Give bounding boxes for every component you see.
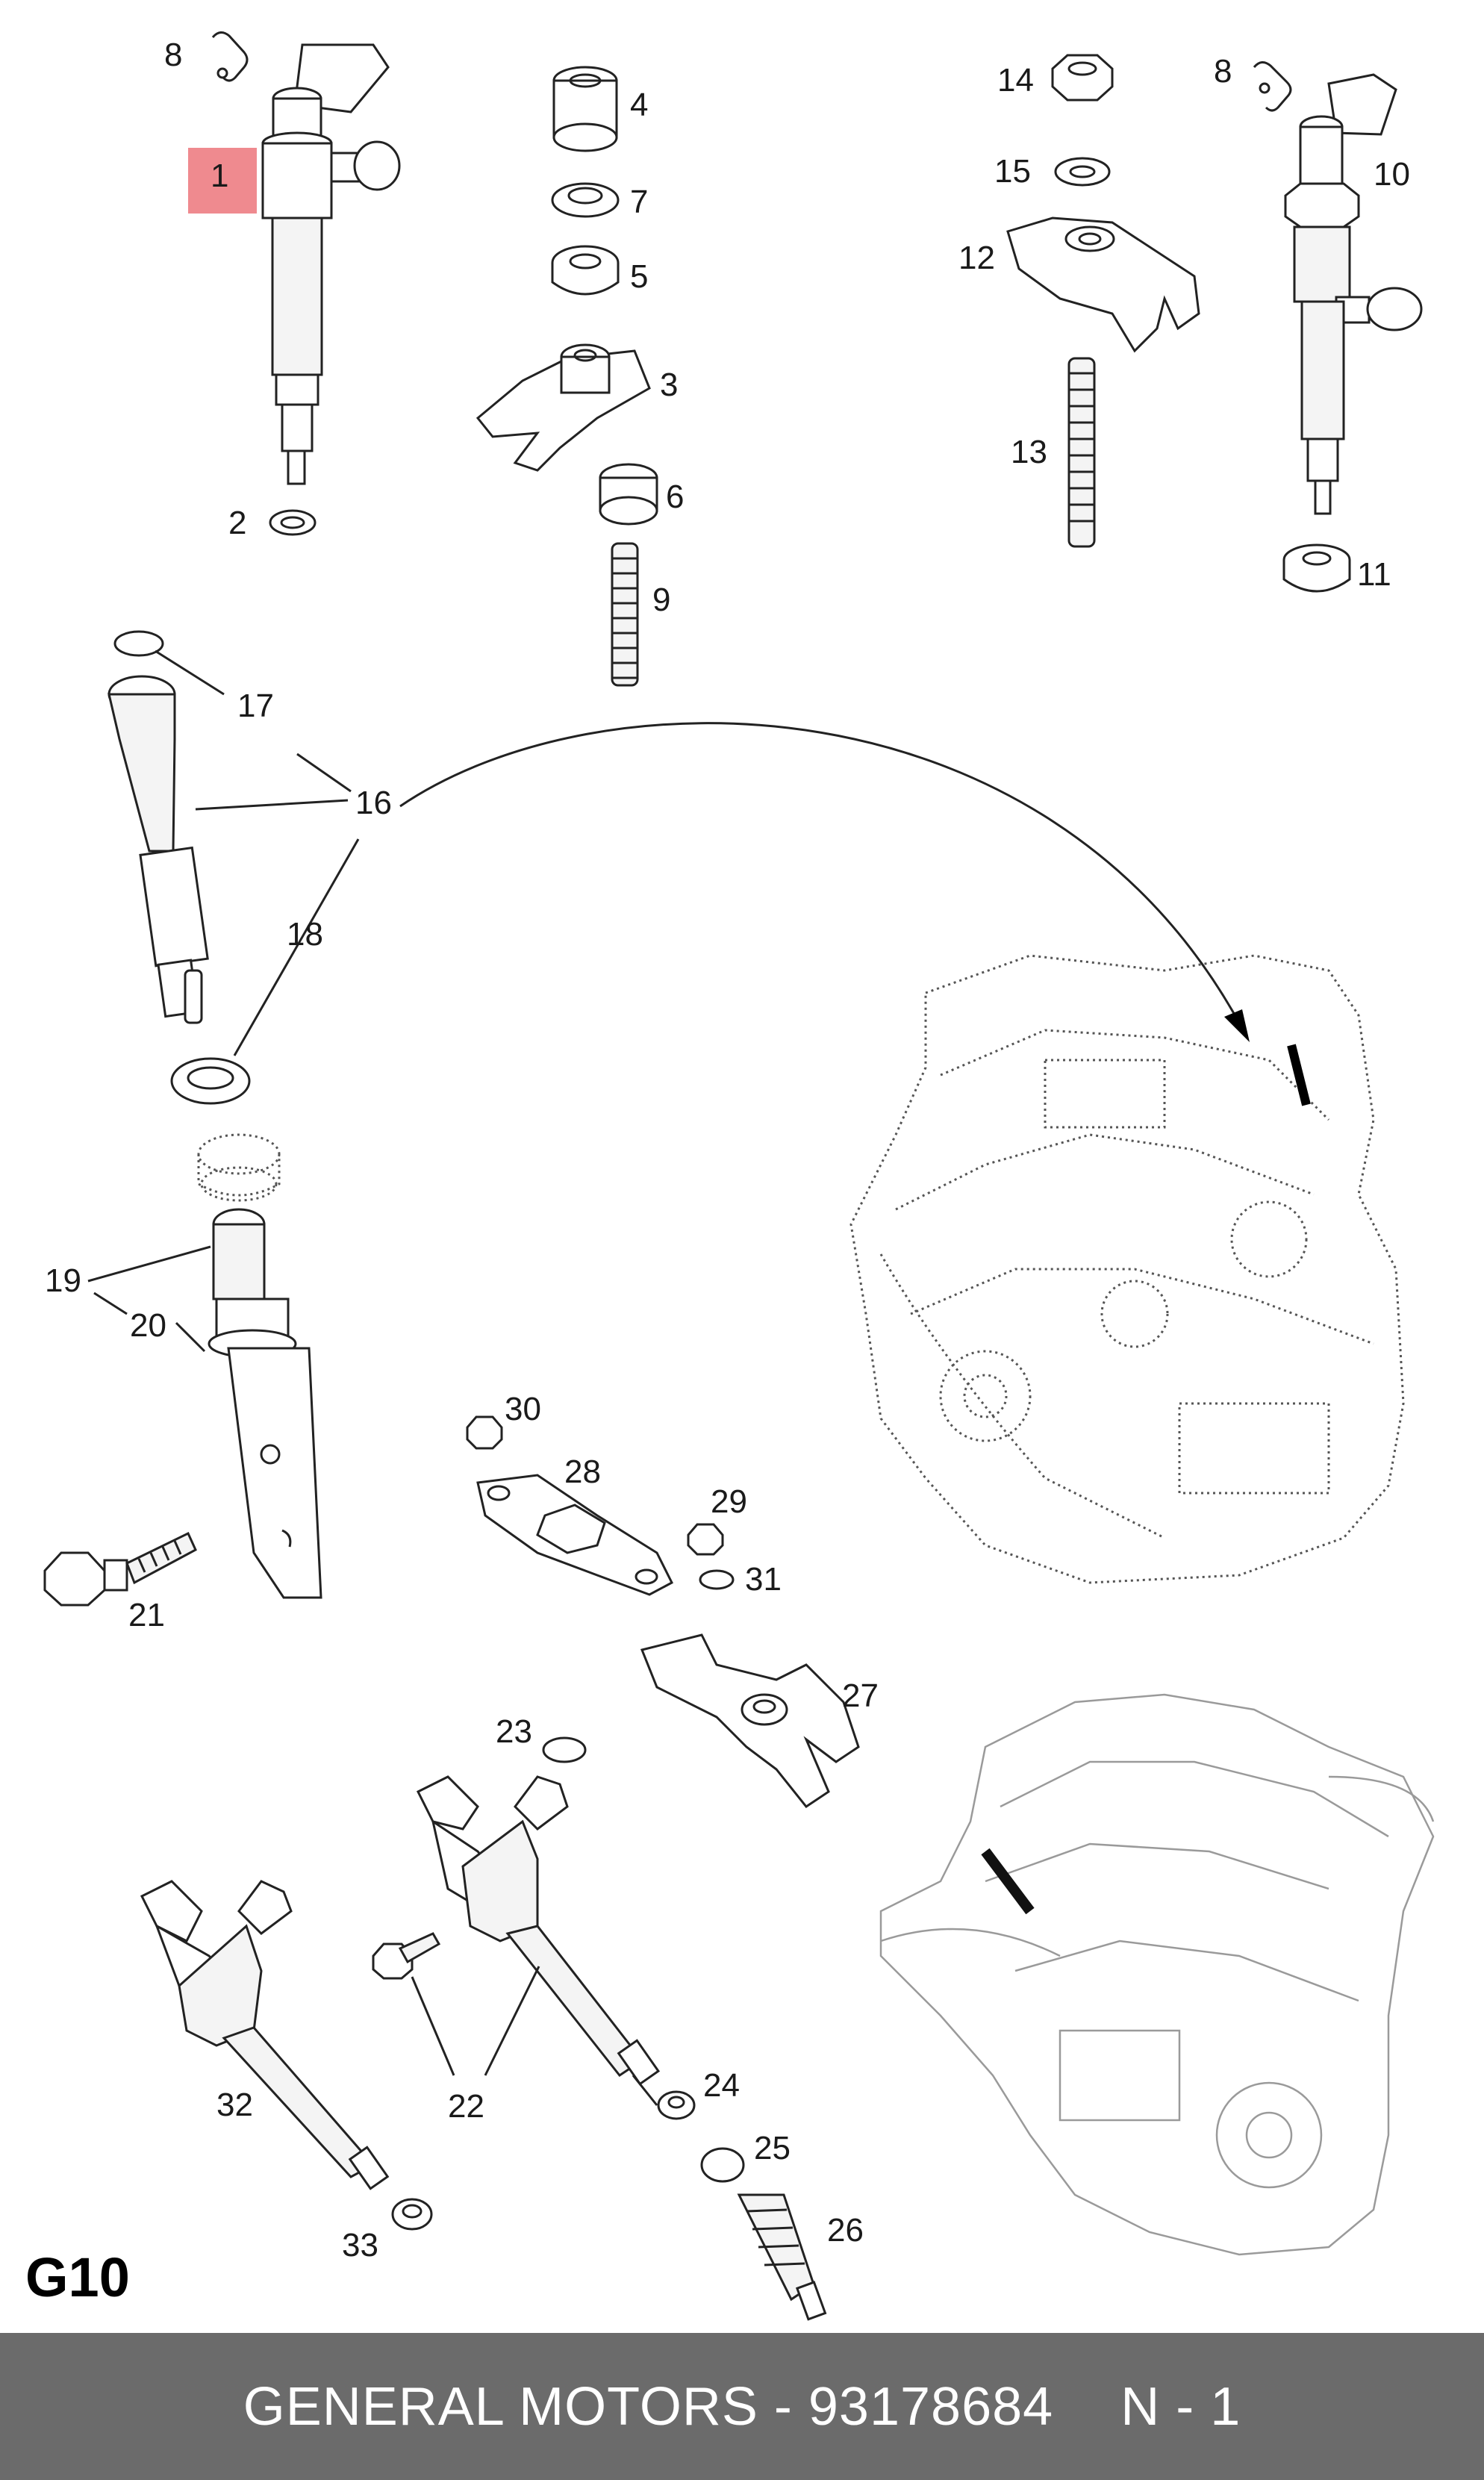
footer-part-number: 93178684: [808, 2376, 1054, 2437]
callout-30: 30: [505, 1391, 541, 1427]
clip-8-left: [211, 31, 249, 82]
callout-3: 3: [660, 367, 678, 403]
callout-19: 19: [45, 1262, 81, 1299]
callout-6: 6: [666, 479, 684, 515]
callout-16: 16: [355, 785, 392, 821]
callout-7: 7: [630, 184, 648, 220]
stud-13: [1067, 357, 1096, 548]
callout-labels: 1 2 3 4 5 6 7 8 8 9 10 11 12 13 14 15 16…: [45, 37, 1410, 2264]
stud-9: [611, 542, 639, 687]
ring-25: [700, 2147, 745, 2183]
bush-6: [599, 463, 658, 526]
callout-33: 33: [342, 2227, 378, 2264]
seal-33: [391, 2198, 433, 2231]
bush-11: [1282, 543, 1351, 593]
engine-illustration-upper: [849, 954, 1405, 1584]
leader-19: [87, 1245, 211, 1283]
callout-26: 26: [827, 2212, 864, 2249]
callout-18: 18: [287, 916, 323, 953]
leader-16b: [195, 799, 349, 811]
leader-16a: [296, 753, 352, 793]
seal-24: [657, 2090, 696, 2120]
callout-23: 23: [496, 1713, 532, 1750]
injector-16: [107, 675, 209, 1024]
callout-11: 11: [1357, 556, 1391, 593]
callout-13: 13: [1011, 434, 1047, 470]
leader-22b: [484, 1966, 540, 2076]
clip-8-right: [1253, 61, 1292, 112]
callout-20: 20: [130, 1307, 166, 1344]
arrow-head: [1224, 1009, 1250, 1042]
callout-32: 32: [216, 2087, 253, 2123]
nut-30: [466, 1415, 503, 1450]
callout-25: 25: [754, 2130, 791, 2166]
washer-18: [170, 1057, 251, 1105]
bolt-22: [372, 1932, 441, 1980]
leader-17: [155, 649, 225, 696]
injector-32: [140, 1880, 390, 2190]
leader-22a: [411, 1976, 455, 2076]
washer-7: [551, 182, 620, 218]
callout-4: 4: [630, 87, 648, 123]
nut-29: [687, 1523, 724, 1556]
callout-14: 14: [997, 62, 1034, 99]
callout-5: 5: [630, 258, 648, 295]
callout-22: 22: [448, 2088, 484, 2125]
callout-24: 24: [703, 2067, 740, 2104]
nut-14: [1051, 54, 1114, 102]
callout-8a: 8: [164, 37, 182, 73]
callout-10: 10: [1374, 156, 1410, 193]
spherical-washer-5: [551, 245, 620, 296]
callout-28: 28: [564, 1454, 601, 1490]
sleeve-4: [552, 66, 618, 152]
callout-1: 1: [211, 158, 228, 194]
callout-17: 17: [237, 688, 274, 724]
injector-1: [261, 43, 401, 485]
washer-15: [1054, 157, 1111, 187]
engine-illustration-lower: [879, 1693, 1435, 2256]
leader-20: [175, 1321, 206, 1353]
callout-12: 12: [958, 240, 995, 276]
sleeve-26: [737, 2193, 827, 2321]
callout-8b: 8: [1214, 53, 1232, 90]
plate-28: [476, 1474, 673, 1596]
callout-27: 27: [842, 1677, 879, 1714]
leader-16c: [233, 838, 360, 1056]
leader-19b: [93, 1292, 128, 1315]
washer-31: [699, 1569, 735, 1590]
callout-29: 29: [711, 1483, 747, 1520]
callout-2: 2: [228, 505, 246, 541]
footer-bar: GENERAL MOTORS - 93178684 N - 1: [0, 2333, 1484, 2480]
callout-31: 31: [745, 1561, 782, 1598]
washer-2: [269, 509, 317, 536]
sleeve-20: [208, 1208, 322, 1599]
footer-page: N - 1: [1120, 2376, 1241, 2437]
pointer-arrow: [399, 722, 1241, 1024]
callout-21: 21: [128, 1597, 165, 1633]
clamp-27: [640, 1633, 860, 1809]
callout-15: 15: [994, 153, 1031, 190]
seal-19: [197, 1133, 281, 1202]
ring-23: [542, 1736, 587, 1763]
injector-10: [1284, 73, 1423, 515]
injector-22: [416, 1775, 661, 2106]
bolt-21: [43, 1531, 197, 1607]
clamp-3: [476, 343, 651, 472]
section-code: G10: [25, 2246, 130, 2308]
clamp-12: [1006, 216, 1200, 353]
highlight-box: [188, 148, 257, 214]
footer-brand: GENERAL MOTORS: [243, 2376, 758, 2437]
callout-9: 9: [652, 582, 670, 618]
footer-separator: -: [773, 2376, 793, 2437]
ring-17: [113, 630, 164, 657]
